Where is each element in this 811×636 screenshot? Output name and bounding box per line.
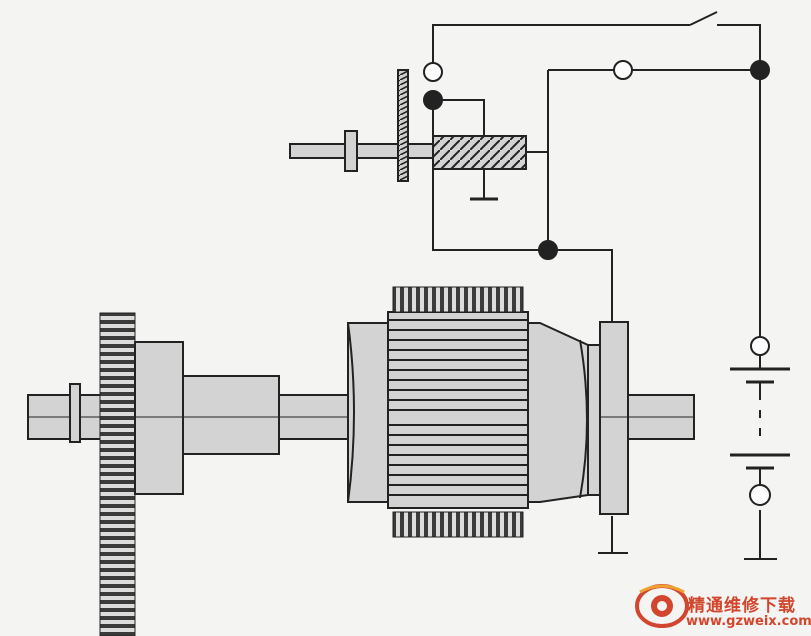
- motor-assembly: [27, 286, 695, 636]
- battery-symbol: [730, 336, 790, 506]
- terminal-closed-solenoid: [423, 90, 443, 110]
- watermark-site-name: 精通维修下载: [688, 596, 796, 616]
- watermark-url: www.gzweix.com: [686, 614, 811, 629]
- brush-holder: [599, 321, 629, 515]
- armature-slots: [388, 319, 528, 496]
- ground-symbol-brush: [598, 516, 628, 554]
- field-pole-bottom: [392, 511, 524, 538]
- battery-positive-terminal: [750, 336, 770, 356]
- terminal-battery-junction: [750, 60, 770, 80]
- shaft-collar-ring: [69, 383, 81, 443]
- watermark-logo-icon: [635, 584, 689, 628]
- field-pole-top: [392, 286, 524, 313]
- terminal-open-main: [613, 60, 633, 80]
- overrunning-clutch: [182, 375, 280, 455]
- ground-symbol-battery: [744, 510, 777, 560]
- terminal-open-top: [423, 62, 443, 82]
- return-spring: [397, 69, 409, 182]
- solenoid-assembly: [289, 69, 527, 182]
- pinion-gear: [134, 341, 184, 495]
- terminal-field-junction: [538, 240, 558, 260]
- battery-negative-terminal: [749, 484, 771, 506]
- plunger-collar: [344, 130, 358, 172]
- plunger-rod: [289, 143, 436, 159]
- solenoid-coil: [432, 135, 527, 170]
- ring-gear: [99, 312, 136, 636]
